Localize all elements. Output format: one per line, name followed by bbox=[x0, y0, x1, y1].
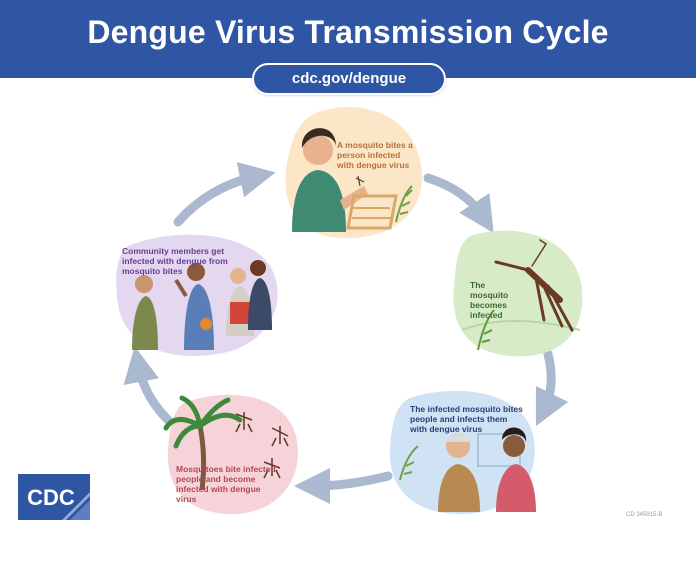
cdc-logo-text: CDC bbox=[27, 485, 75, 510]
mosquito-icon bbox=[494, 239, 574, 332]
cdc-logo: CDC bbox=[18, 474, 90, 520]
step-2-blob bbox=[453, 230, 583, 357]
cycle-arrow-icon bbox=[535, 349, 569, 427]
step-4-caption: Mosquitoes bite infected people and beco… bbox=[176, 464, 276, 504]
fern-icon bbox=[399, 445, 419, 481]
cycle-arrows bbox=[123, 162, 569, 504]
cycle-arrow-icon bbox=[294, 467, 393, 504]
url-link[interactable]: cdc.gov/dengue bbox=[252, 63, 446, 95]
step-1-blob bbox=[285, 106, 423, 239]
cycle-arrow-icon bbox=[173, 162, 276, 227]
mosquito-icon bbox=[271, 426, 289, 447]
palm-tree-icon bbox=[163, 395, 243, 491]
step-3-caption: The infected mosquito bites people and i… bbox=[410, 404, 523, 434]
step-5-blob bbox=[116, 234, 278, 356]
step-5-caption: Community members get infected with deng… bbox=[122, 246, 228, 276]
mosquito-icon bbox=[263, 458, 281, 479]
fern-icon bbox=[395, 185, 413, 223]
document-id: CD 345915-B bbox=[626, 512, 663, 518]
step-4-blob bbox=[163, 394, 298, 515]
page-title: Dengue Virus Transmission Cycle bbox=[87, 14, 609, 50]
mosquito-icon bbox=[355, 175, 365, 187]
cycle-arrow-icon bbox=[423, 173, 494, 234]
fern-icon bbox=[477, 309, 495, 351]
step-1-caption: A mosquito bites a person infected with … bbox=[337, 140, 413, 170]
mosquito-icon bbox=[235, 412, 253, 433]
cycle-arrow-icon bbox=[123, 346, 173, 425]
step-2-caption: The mosquito becomes infected bbox=[470, 280, 509, 320]
step-3-blob bbox=[389, 390, 536, 515]
